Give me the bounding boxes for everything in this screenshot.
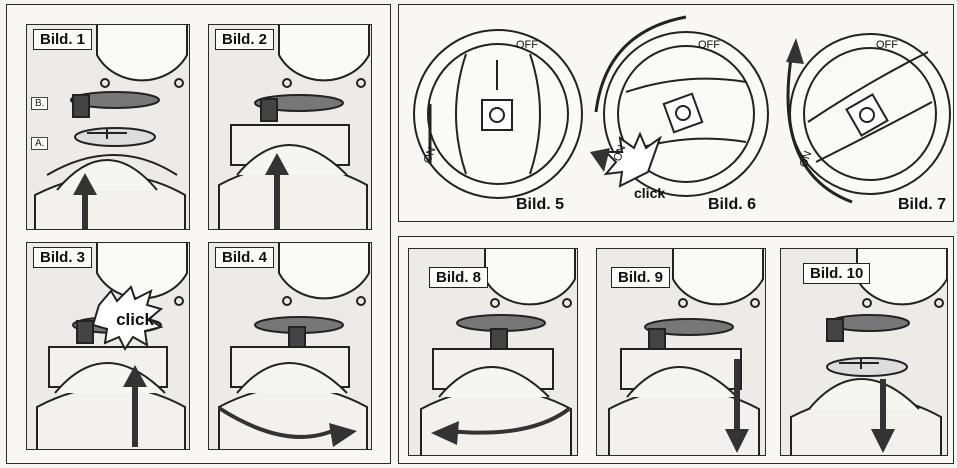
on-label: ON xyxy=(612,143,629,163)
part-label-a: A. xyxy=(31,137,49,150)
panel-bild-2: Bild. 2 xyxy=(208,24,372,230)
dial-caption: Bild. 6 xyxy=(708,196,757,213)
panel-bild-1: Bild. 1 B. A. xyxy=(26,24,190,230)
panel-bild-10: Bild. 10 xyxy=(780,248,948,456)
click-text: click xyxy=(634,185,665,201)
panel-bild-6: OFF ON click Bild. 6 xyxy=(586,12,772,218)
illustration-bild-3: click xyxy=(36,243,188,449)
off-label: OFF xyxy=(698,39,720,51)
on-label: ON xyxy=(422,145,439,165)
off-label: OFF xyxy=(876,39,898,51)
dial-caption: Bild. 7 xyxy=(898,196,947,213)
panel-bild-8: Bild. 8 xyxy=(408,248,578,456)
on-label: ON xyxy=(798,149,815,169)
illustration-bild-10 xyxy=(790,249,947,455)
part-label-b: B. xyxy=(31,97,49,110)
panel-label: Bild. 1 xyxy=(33,29,93,50)
illustration-bild-4 xyxy=(217,243,370,449)
panel-label: Bild. 3 xyxy=(33,247,93,268)
panel-label: Bild. 4 xyxy=(215,247,275,268)
dial-caption: Bild. 5 xyxy=(516,196,565,213)
panel-label: Bild. 9 xyxy=(611,267,671,288)
panel-label: Bild. 2 xyxy=(215,29,275,50)
dial-bild-6: OFF ON click xyxy=(590,15,769,201)
illustration-bild-8 xyxy=(420,249,576,455)
panel-bild-4: Bild. 4 xyxy=(208,242,372,450)
click-text: click xyxy=(116,310,154,329)
illustration-bild-1 xyxy=(34,25,188,229)
panel-label: Bild. 10 xyxy=(803,263,871,284)
dial-bild-5: OFF ON xyxy=(413,29,583,199)
dial-bild-7: OFF ON xyxy=(786,33,951,204)
panel-bild-5: OFF ON Bild. 5 xyxy=(406,14,586,216)
illustration-bild-2 xyxy=(218,25,370,229)
panel-bild-3: Bild. 3 click xyxy=(26,242,190,450)
illustration-bild-9 xyxy=(608,249,764,455)
panel-bild-7: OFF ON Bild. 7 xyxy=(772,12,952,218)
panel-bild-9: Bild. 9 xyxy=(596,248,766,456)
off-label: OFF xyxy=(516,39,538,51)
panel-label: Bild. 8 xyxy=(429,267,489,288)
